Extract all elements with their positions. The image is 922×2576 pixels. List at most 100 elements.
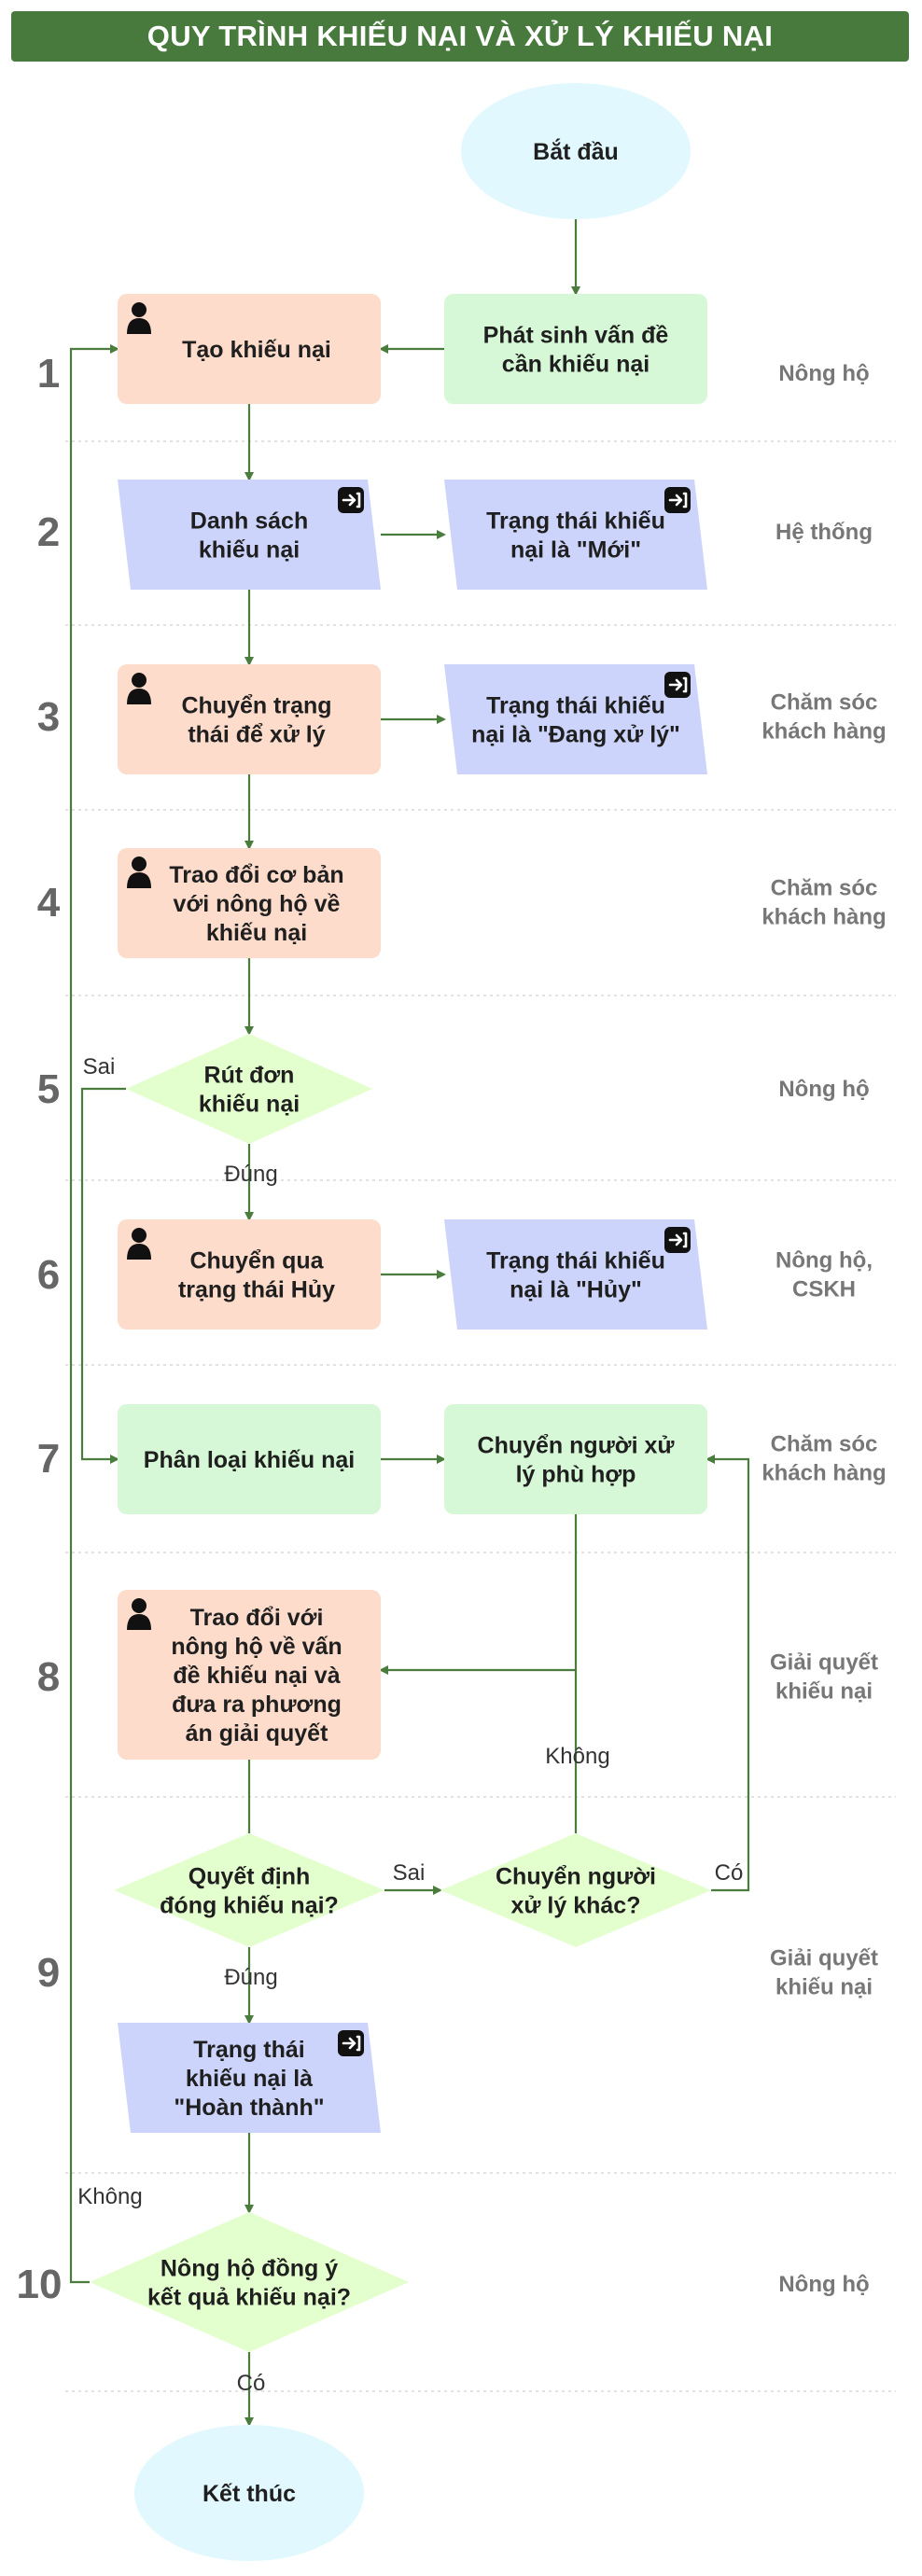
node-label: nại là "Đang xử lý" bbox=[471, 722, 680, 748]
node-label: Trạng thái khiếu bbox=[486, 508, 665, 535]
edge-label-withdraw-yes: Đúng bbox=[224, 1162, 277, 1187]
step-number: 5 bbox=[37, 1066, 60, 1112]
diagram-title: QUY TRÌNH KHIẾU NẠI VÀ XỬ LÝ KHIẾU NẠI bbox=[11, 11, 909, 62]
node-label: khiếu nại bbox=[206, 920, 307, 946]
system-login-icon bbox=[664, 672, 691, 698]
actor-label: khiếu nại bbox=[775, 1975, 873, 2000]
node-label: Tạo khiếu nại bbox=[182, 337, 331, 363]
node-label: án giải quyết bbox=[186, 1720, 328, 1747]
node-create: Tạo khiếu nại bbox=[118, 294, 381, 404]
step-number: 4 bbox=[37, 880, 61, 926]
node-label: Chuyển qua bbox=[189, 1248, 324, 1274]
node-discuss-basic: Trao đổi cơ bản với nông hộ về khiếu nại bbox=[118, 848, 381, 958]
flow-connector bbox=[69, 344, 119, 2284]
node-status-processing: Trạng thái khiếu nại là "Đang xử lý" bbox=[444, 664, 707, 774]
node-start: Bắt đầu bbox=[461, 83, 691, 219]
step-number: 2 bbox=[37, 509, 60, 555]
process-box bbox=[118, 1590, 381, 1760]
step-number: 8 bbox=[37, 1654, 60, 1700]
system-login-icon bbox=[338, 487, 364, 513]
actor-label: Chăm sóc bbox=[771, 1432, 878, 1457]
node-label: Trạng thái bbox=[193, 2037, 304, 2063]
node-label: Trao đổi với bbox=[190, 1605, 324, 1631]
actor-label: Chăm sóc bbox=[771, 690, 878, 716]
node-label: với nông hộ về bbox=[174, 891, 341, 917]
edge-layer bbox=[69, 219, 750, 2427]
node-label: đóng khiếu nại? bbox=[160, 1893, 339, 1919]
node-classify: Phân loại khiếu nại bbox=[118, 1404, 381, 1514]
actor-label: Giải quyết bbox=[770, 1650, 878, 1676]
terminal-ellipse bbox=[134, 2425, 364, 2561]
node-to-cancel: Chuyển qua trạng thái Hủy bbox=[118, 1219, 381, 1330]
step-number: 1 bbox=[37, 351, 60, 397]
node-decide-close: Quyết định đóng khiếu nại? bbox=[114, 1833, 384, 1947]
step-number: 10 bbox=[17, 2262, 63, 2307]
node-status-done: Trạng thái khiếu nại là "Hoàn thành" bbox=[118, 2023, 381, 2133]
actor-label: Nông hộ bbox=[778, 2272, 869, 2297]
process-box bbox=[118, 664, 381, 774]
node-label: Bắt đầu bbox=[533, 137, 619, 165]
node-label: Trạng thái khiếu bbox=[486, 693, 665, 719]
actor-label: Nông hộ bbox=[778, 1077, 869, 1102]
flow-connector bbox=[379, 1514, 578, 1675]
decision-diamond bbox=[440, 1833, 711, 1947]
process-box bbox=[444, 294, 707, 404]
data-box bbox=[444, 1219, 707, 1330]
actor-label: khách hàng bbox=[761, 1461, 886, 1486]
system-login-icon bbox=[338, 2030, 364, 2056]
edge-label-agree-yes: Có bbox=[237, 2371, 266, 2396]
node-label: Kết thúc bbox=[203, 2481, 296, 2507]
flow-connector bbox=[705, 1455, 750, 1892]
node-label: Quyết định bbox=[189, 1864, 311, 1890]
node-label: nại là "Hủy" bbox=[510, 1277, 642, 1303]
node-label: Danh sách bbox=[190, 508, 308, 535]
node-label: nông hộ về vấn bbox=[171, 1634, 342, 1660]
node-label: khiếu nại bbox=[199, 1092, 300, 1118]
edge-label-reassign-no: Không bbox=[545, 1744, 609, 1769]
step-number: 3 bbox=[37, 694, 60, 740]
system-login-icon bbox=[664, 1227, 691, 1253]
node-label: trạng thái Hủy bbox=[178, 1277, 335, 1303]
process-box bbox=[118, 294, 381, 404]
node-label: Nông hộ đồng ý bbox=[161, 2256, 338, 2282]
actor-label: khiếu nại bbox=[775, 1679, 873, 1705]
flow-connector bbox=[80, 1087, 126, 1464]
node-label: khiếu nại là bbox=[186, 2066, 313, 2092]
edge-label-agree-no: Không bbox=[77, 2184, 142, 2209]
data-box bbox=[444, 664, 707, 774]
node-label: Phát sinh vấn đề bbox=[483, 323, 669, 349]
actor-label: Nông hộ, bbox=[775, 1248, 873, 1274]
node-label: Trao đổi cơ bản bbox=[169, 862, 343, 888]
step-number: 9 bbox=[37, 1950, 60, 1996]
process-box bbox=[118, 1404, 381, 1514]
node-label: Trạng thái khiếu bbox=[486, 1248, 665, 1274]
actor-label: khách hàng bbox=[761, 719, 886, 745]
node-label: Chuyển trạng bbox=[181, 693, 331, 719]
edge-label-close-no: Sai bbox=[393, 1860, 426, 1886]
system-login-icon bbox=[664, 487, 691, 513]
node-label: khiếu nại bbox=[199, 537, 300, 564]
edge-label-close-yes: Đúng bbox=[224, 1965, 277, 1990]
terminal-ellipse bbox=[461, 83, 691, 219]
node-label: "Hoàn thành" bbox=[174, 2095, 324, 2121]
node-status-cancel: Trạng thái khiếu nại là "Hủy" bbox=[444, 1219, 707, 1330]
data-box bbox=[118, 480, 381, 590]
decision-diamond bbox=[90, 2212, 409, 2352]
edge-label-withdraw-no: Sai bbox=[83, 1054, 116, 1079]
node-label: Phân loại khiếu nại bbox=[144, 1447, 355, 1473]
process-box bbox=[444, 1404, 707, 1514]
user-icon bbox=[127, 1228, 151, 1260]
step-number: 6 bbox=[37, 1252, 60, 1298]
node-label: Chuyển người bbox=[496, 1864, 656, 1890]
actor-label: Hệ thống bbox=[775, 520, 873, 545]
